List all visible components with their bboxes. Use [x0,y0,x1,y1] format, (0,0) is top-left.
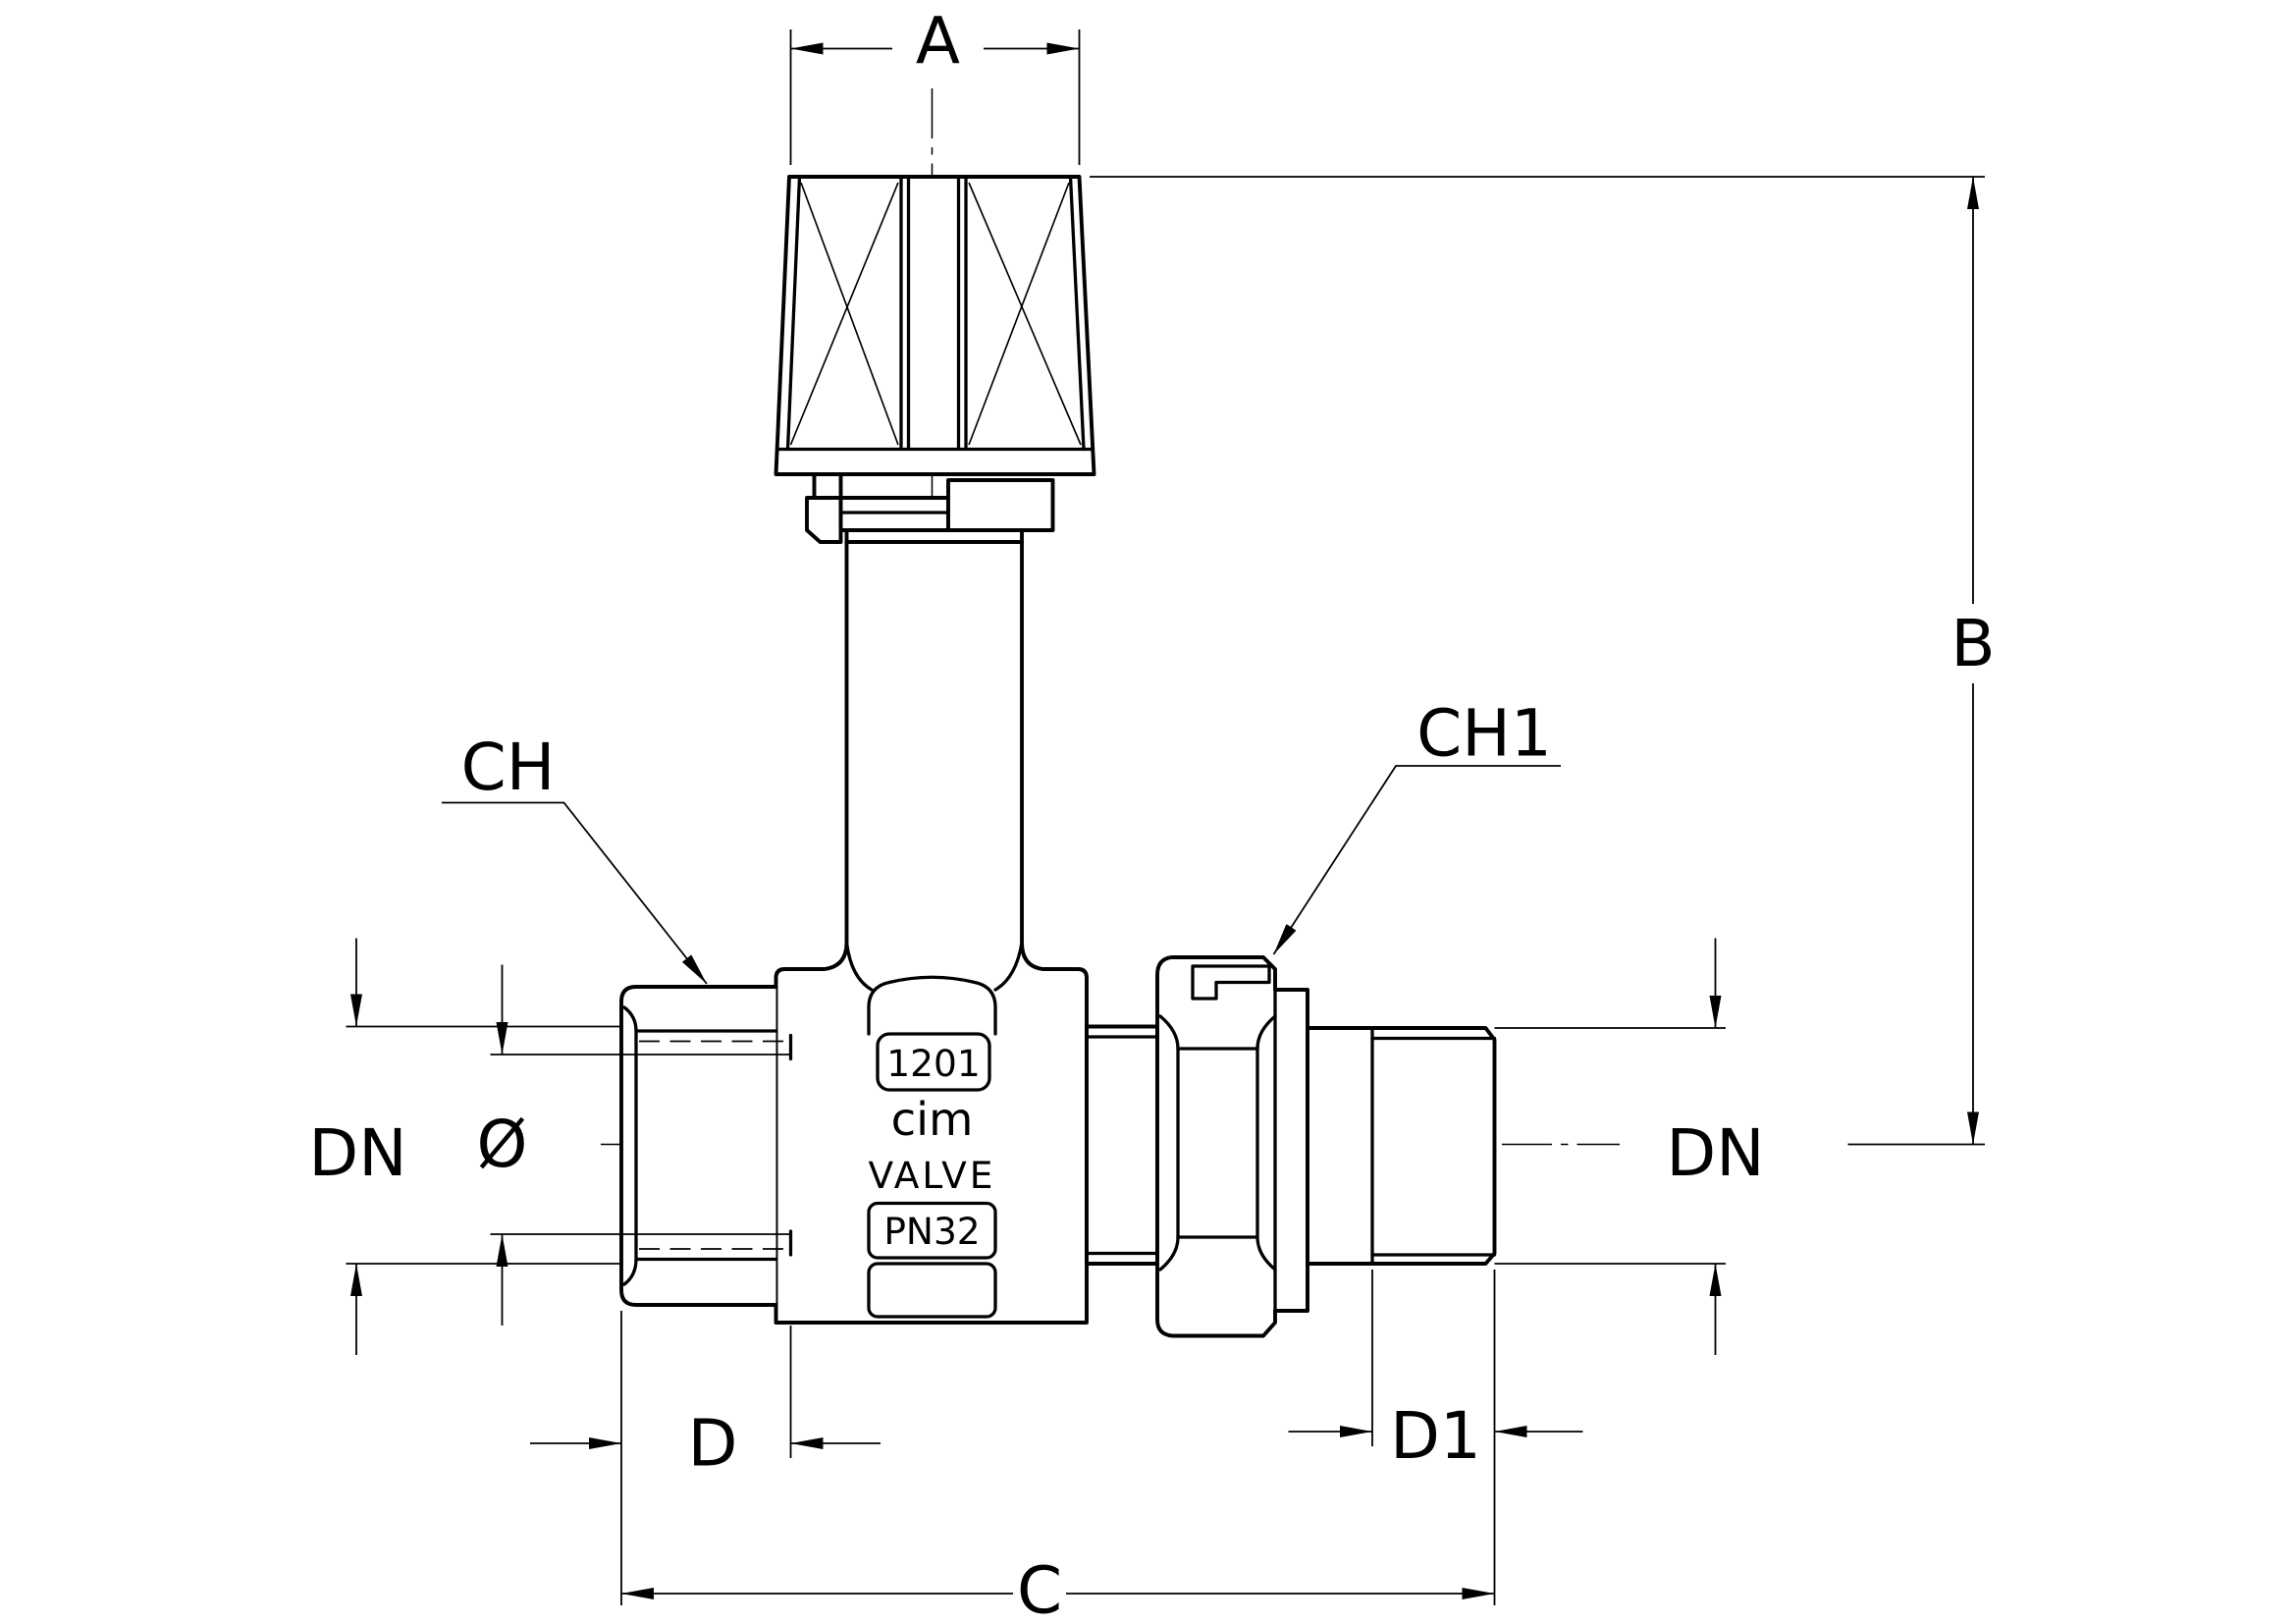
union-nut-hex-left [1158,1014,1180,1272]
handle-right-inner-edge [1068,175,1086,452]
right-union-end [1085,955,1497,1338]
pressure-rating-text: PN32 [883,1210,980,1253]
collar-block [946,478,1055,532]
plate-lower-box [867,1262,997,1319]
callout-label-ch1: CH1 [1416,695,1552,771]
dimension-a: A [790,3,1080,79]
dim-label-b: B [1950,606,1995,681]
callout-ch1-leader [1272,765,1562,955]
dim-label-d1: D1 [1390,1398,1481,1474]
body-and-stem-outline [774,540,1089,1325]
dim-label-dn-left: DN [308,1115,406,1191]
dim-label-c: C [1017,1552,1062,1624]
extension-lines [346,28,1985,1605]
dimension-d: D [530,1405,881,1481]
callout-ch1: CH1 [1272,695,1562,955]
union-nut [1155,955,1309,1338]
left-hex-outline [619,985,778,1307]
handle-left-inner-edge [785,175,802,452]
callout-label-ch: CH [461,730,556,805]
union-nut-slot [1191,964,1271,1001]
collar-tab [812,472,843,500]
dimension-dn-left: DN [308,938,407,1355]
dim-label-dn-right: DN [1666,1115,1764,1191]
dim-label-a: A [916,3,960,79]
dimension-diameter: Ø [477,964,528,1326]
model-number-box [876,1032,991,1092]
callout-ch: CH [442,730,708,985]
handle-body [774,175,1096,476]
handle-right-panel-cross [968,182,1082,446]
stem-left-transition [844,941,874,992]
dim-label-d: D [688,1405,738,1481]
marking-plate [867,975,997,1036]
collar-small-nut [805,496,843,544]
handle-left-panel-cross [789,182,899,446]
valve-type-text: VALVE [869,1154,996,1197]
handle-collar [805,472,1055,544]
handle [774,175,1096,476]
brand-text: cim [891,1093,974,1146]
left-hex-arc [622,1005,638,1286]
union-nut-hex-right [1255,1014,1277,1272]
union-neck [1085,1024,1159,1266]
dimension-dn-right: DN [1666,938,1765,1355]
dimension-c: C [621,1552,1495,1624]
dim-label-diameter: Ø [477,1107,528,1182]
dimension-b: B [1950,176,1996,1145]
model-number-text: 1201 [886,1042,980,1085]
pressure-rating-box [867,1201,997,1260]
male-thread-end [1306,1026,1497,1266]
dimension-d1: D1 [1288,1398,1583,1474]
left-female-end [619,985,787,1307]
callout-ch-leader [442,801,708,985]
valve-body: 1201 cim VALVE PN32 [774,540,1089,1325]
stem-right-transition [993,941,1024,992]
